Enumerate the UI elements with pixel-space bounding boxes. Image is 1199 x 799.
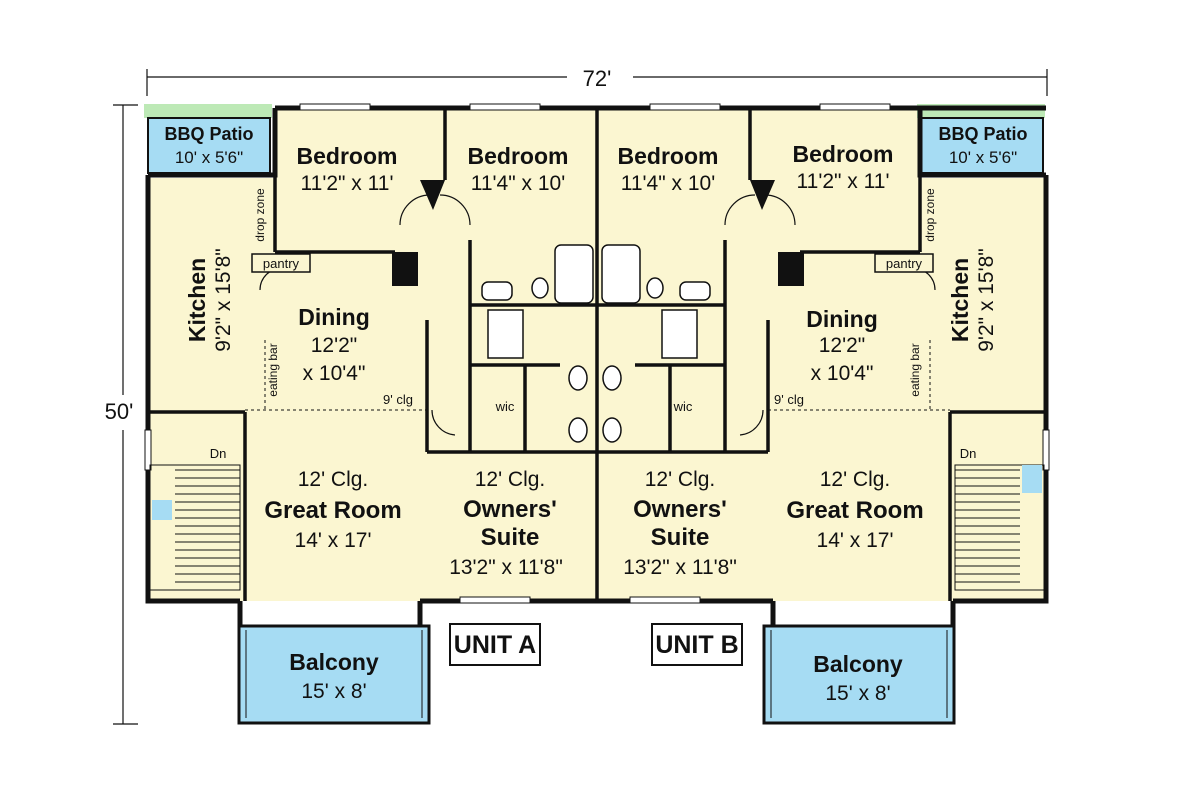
unit-a-owners-ceiling: 12' Clg. bbox=[475, 468, 546, 491]
unit-b-kitchen-size: 9'2" x 15'8" bbox=[975, 248, 998, 352]
pantry-a-box bbox=[251, 253, 311, 273]
unit-a-eating-bar: eating bar bbox=[266, 343, 280, 396]
unit-a-great-room-size: 14' x 17' bbox=[295, 529, 372, 552]
unit-a-bedroom2-size: 11'4" x 10' bbox=[471, 172, 565, 195]
width-dimension bbox=[146, 69, 1048, 96]
unit-b-owners-name2: Suite bbox=[651, 524, 710, 551]
balcony-b-area bbox=[762, 624, 956, 725]
unit-a-dining-size1: 12'2" bbox=[311, 334, 358, 357]
unit-a-balcony-size: 15' x 8' bbox=[301, 680, 366, 703]
depth-dimension bbox=[113, 104, 138, 725]
unit-b-bedroom1-name: Bedroom bbox=[618, 143, 719, 169]
stair-b bbox=[954, 464, 1045, 591]
unit-a-owners-name1: Owners' bbox=[463, 496, 557, 523]
width-dimension-label: 72' bbox=[583, 66, 612, 91]
unit-b-bbq-size: 10' x 5'6" bbox=[949, 148, 1017, 167]
unit-a-label: UNIT A bbox=[454, 631, 536, 659]
unit-b-tag-box bbox=[651, 623, 743, 666]
unit-b-dining-size1: 12'2" bbox=[819, 334, 866, 357]
interior-walls bbox=[148, 108, 1046, 601]
unit-b-bedroom2-name: Bedroom bbox=[793, 141, 894, 167]
unit-b-great-room-ceiling: 12' Clg. bbox=[820, 468, 891, 491]
unit-a-balcony-name: Balcony bbox=[289, 649, 379, 675]
unit-a-kitchen-size: 9'2" x 15'8" bbox=[212, 248, 235, 352]
unit-a-wic: wic bbox=[495, 399, 515, 414]
dashed-lines bbox=[245, 340, 950, 411]
unit-b-wic: wic bbox=[673, 399, 693, 414]
unit-a-great-room-name: Great Room bbox=[264, 497, 401, 524]
unit-b-owners-name1: Owners' bbox=[633, 496, 727, 523]
unit-b-dining-name: Dining bbox=[806, 306, 878, 332]
stair-a bbox=[149, 464, 241, 591]
stair-b-landing bbox=[1022, 465, 1042, 493]
unit-b-owners-ceiling: 12' Clg. bbox=[645, 468, 716, 491]
unit-a-drop-zone: drop zone bbox=[253, 188, 267, 242]
unit-b-label: UNIT B bbox=[655, 631, 738, 659]
unit-b-pantry: pantry bbox=[886, 256, 923, 271]
unit-a-bedroom1-name: Bedroom bbox=[297, 143, 398, 169]
unit-a-pantry: pantry bbox=[263, 256, 300, 271]
floor-area bbox=[148, 108, 1046, 601]
unit-b-ceiling-9: 9' clg bbox=[774, 392, 804, 407]
bbq-patio-a-area bbox=[147, 117, 271, 174]
bath-fixtures bbox=[481, 244, 711, 443]
door-swings bbox=[259, 194, 936, 436]
unit-a-dining-name: Dining bbox=[298, 304, 370, 330]
unit-a-dining-size2: x 10'4" bbox=[303, 362, 366, 385]
unit-b-balcony-size: 15' x 8' bbox=[825, 682, 890, 705]
unit-b-bedroom1-size: 11'4" x 10' bbox=[621, 172, 715, 195]
unit-b-balcony-name: Balcony bbox=[813, 651, 903, 677]
unit-b-great-room-size: 14' x 17' bbox=[817, 529, 894, 552]
unit-a-owners-size: 13'2" x 11'8" bbox=[449, 556, 563, 579]
pantry-b-box bbox=[874, 253, 934, 273]
unit-a-tag-box bbox=[449, 623, 541, 666]
unit-a-great-room-ceiling: 12' Clg. bbox=[298, 468, 369, 491]
unit-b-owners-size: 13'2" x 11'8" bbox=[623, 556, 737, 579]
unit-b-great-room-name: Great Room bbox=[786, 497, 923, 524]
unit-b-bedroom2-size: 11'2" x 11' bbox=[797, 170, 890, 193]
unit-a-bbq-size: 10' x 5'6" bbox=[175, 148, 243, 167]
planter-a bbox=[144, 104, 272, 118]
stair-a-landing bbox=[152, 500, 172, 520]
unit-a-owners-name2: Suite bbox=[481, 524, 540, 551]
unit-a-stair-dn: Dn bbox=[210, 446, 227, 461]
structural-columns bbox=[392, 180, 804, 286]
depth-dimension-label: 50' bbox=[105, 399, 134, 424]
unit-b-drop-zone: drop zone bbox=[923, 188, 937, 242]
unit-a-bbq-name: BBQ Patio bbox=[164, 124, 253, 144]
unit-a-ceiling-9: 9' clg bbox=[383, 392, 413, 407]
unit-b-stair-dn: Dn bbox=[960, 446, 977, 461]
unit-b-kitchen-name: Kitchen bbox=[947, 258, 973, 342]
unit-a-bedroom1-size: 11'2" x 11' bbox=[301, 172, 394, 195]
unit-b-dining-size2: x 10'4" bbox=[811, 362, 874, 385]
windows bbox=[144, 103, 1050, 604]
unit-b-bbq-name: BBQ Patio bbox=[938, 124, 1027, 144]
unit-a-bedroom2-name: Bedroom bbox=[468, 143, 569, 169]
unit-a-kitchen-name: Kitchen bbox=[184, 258, 210, 342]
balcony-a-area bbox=[237, 624, 431, 725]
unit-b-eating-bar: eating bar bbox=[908, 343, 922, 396]
